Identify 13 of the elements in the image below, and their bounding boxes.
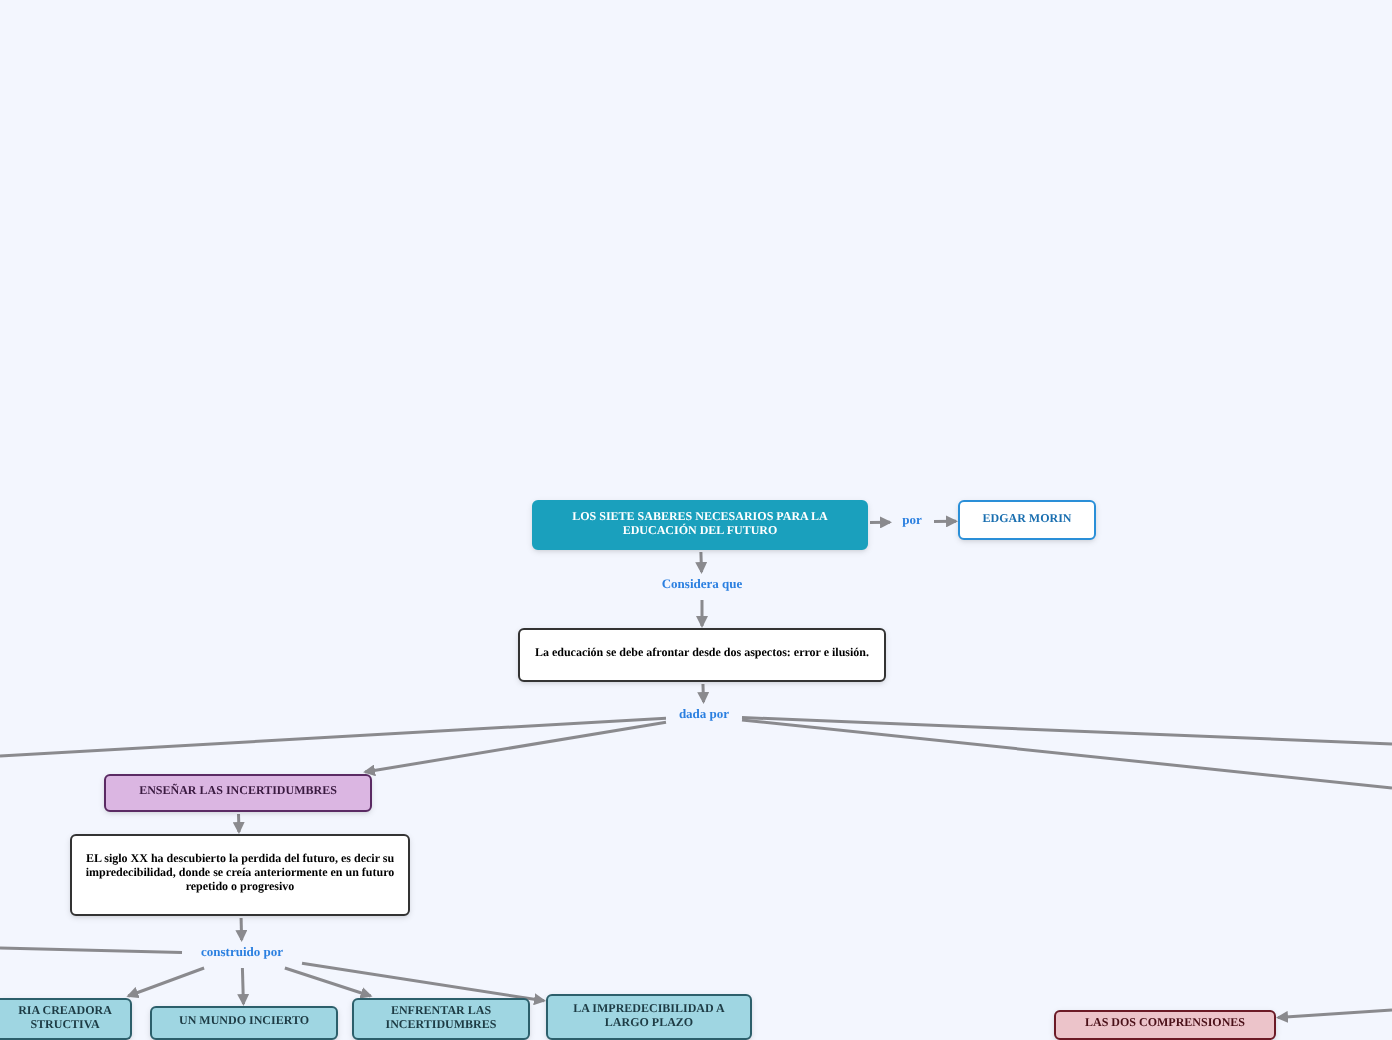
- arrow: [363, 720, 667, 777]
- arrow: [933, 515, 958, 528]
- arrow: [232, 813, 245, 834]
- arrow: [1276, 1008, 1392, 1023]
- arrow: [695, 551, 708, 574]
- arrow: [869, 516, 892, 529]
- arrow: [235, 917, 248, 942]
- arrow: [237, 967, 250, 1006]
- arrow: [284, 966, 373, 999]
- arrow: [697, 683, 710, 704]
- arrow: [301, 961, 546, 1006]
- arrow: [126, 966, 205, 999]
- arrow: [696, 600, 708, 628]
